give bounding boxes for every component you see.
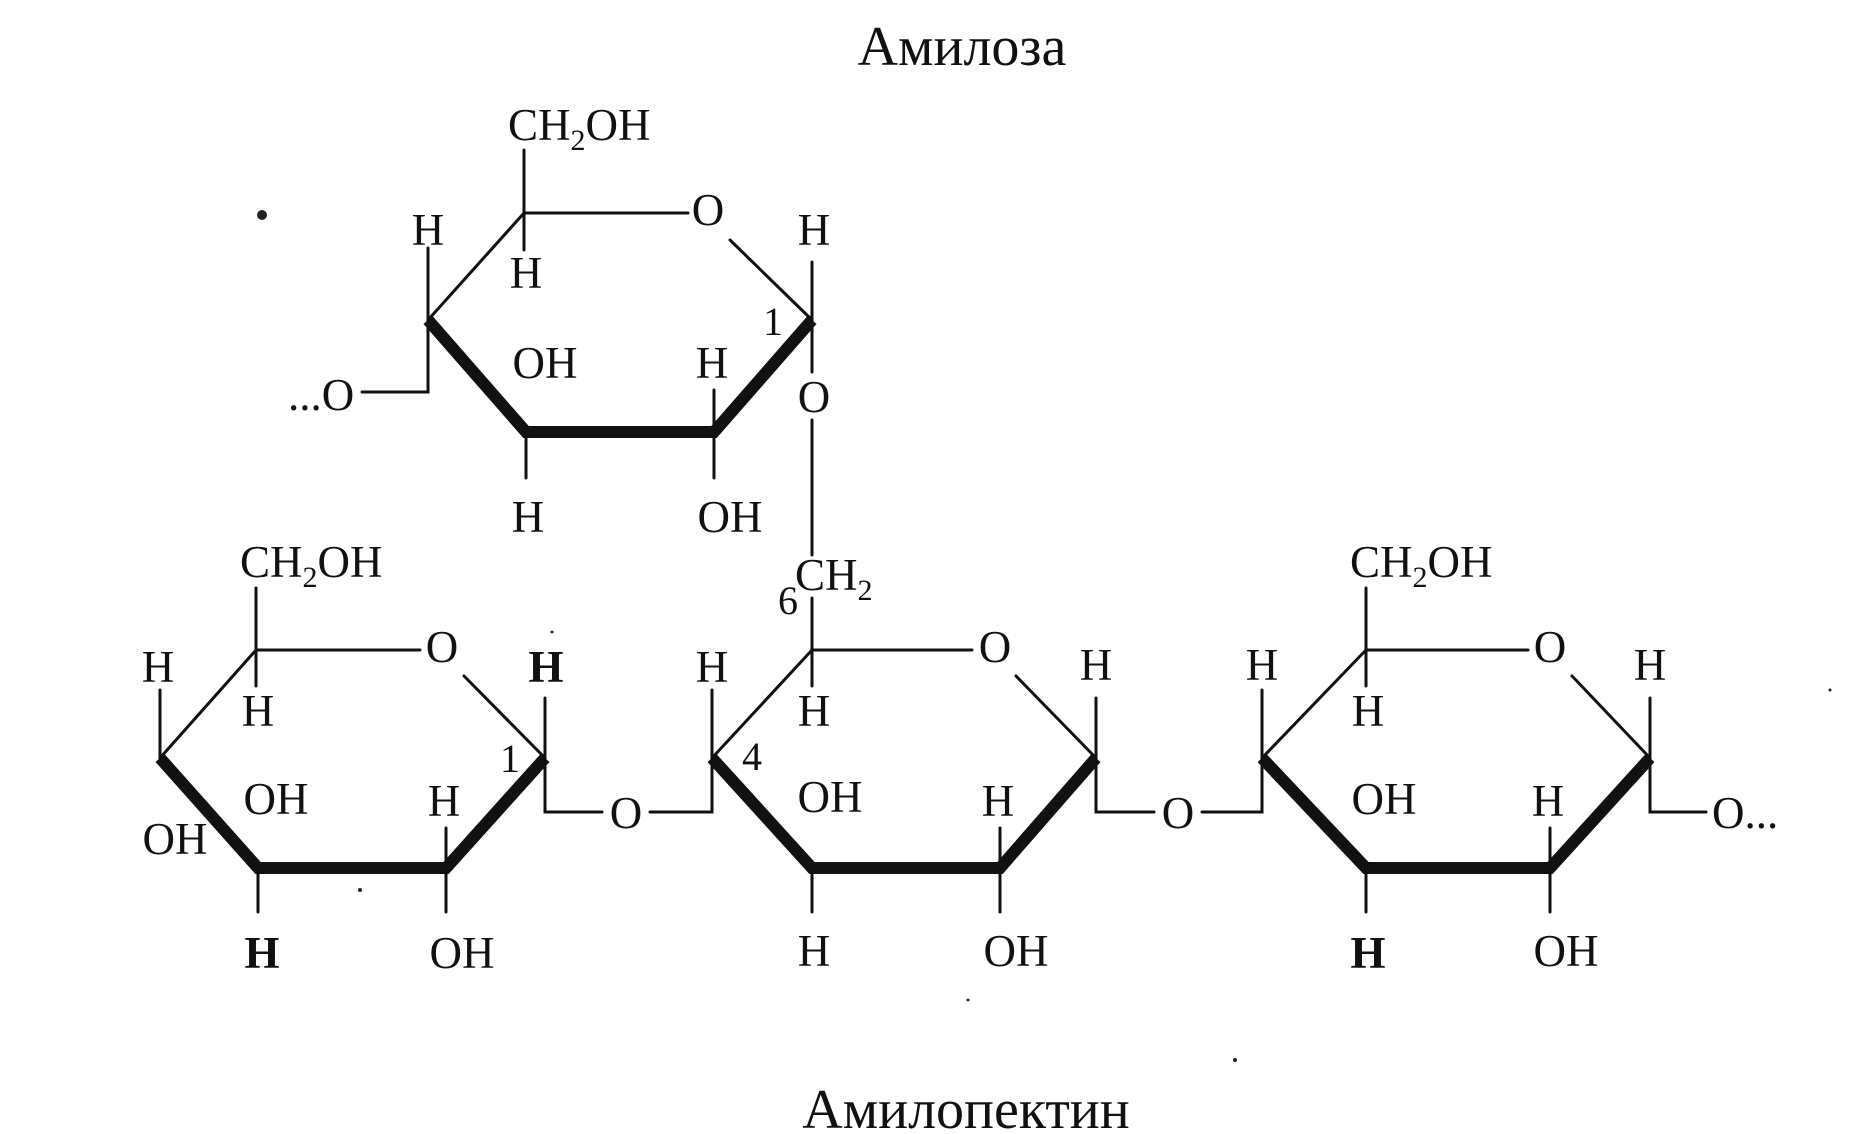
left-c3-h: H xyxy=(244,928,279,978)
top-chain-start: ...O xyxy=(288,370,354,420)
middle-c4-h: H xyxy=(696,642,729,692)
top-ring-oxygen: O xyxy=(692,185,725,235)
bridge-oxygen-1-6: O xyxy=(798,372,831,422)
top-ch2oh-label: CH2OH xyxy=(508,100,651,157)
title-amylose: Амилоза xyxy=(858,16,1067,78)
middle-c3-h: H xyxy=(798,926,831,976)
top-c1-number: 1 xyxy=(763,299,783,344)
right-c3-h: H xyxy=(1350,928,1385,978)
right-c3-oh: OH xyxy=(1352,774,1417,824)
left-c2-h: H xyxy=(428,776,461,826)
middle-c4-number: 4 xyxy=(742,734,762,779)
top-c1-h: H xyxy=(798,205,831,255)
left-ring-front-edge xyxy=(155,753,550,874)
right-c5-c4-bond xyxy=(1260,648,1368,760)
left-c4-oh: OH xyxy=(143,814,208,864)
right-ch2oh-label: CH2OH xyxy=(1350,537,1493,594)
left-c1-number: 1 xyxy=(500,736,520,781)
top-c5-c4-bond xyxy=(426,211,526,322)
bridge-oxygen-1-4-right: O xyxy=(1162,788,1195,838)
left-c5-c4-bond xyxy=(158,648,258,760)
top-c3-oh: OH xyxy=(513,338,578,388)
top-c4-h: H xyxy=(412,205,445,255)
top-c3-h: H xyxy=(512,492,545,542)
left-c1-h: H xyxy=(528,642,563,692)
middle-ring-front-edge xyxy=(707,753,1101,874)
right-glucose-unit: CH2OH O H H OH H H OH H O... xyxy=(1246,537,1779,978)
right-c2-oh: OH xyxy=(1534,926,1599,976)
right-chain-end: O... xyxy=(1712,788,1778,838)
speck-dot xyxy=(966,998,970,1002)
left-ch2oh-label: CH2OH xyxy=(240,537,383,594)
middle-o-c1-bond xyxy=(1014,674,1098,760)
left-c4-h: H xyxy=(142,642,175,692)
left-ring-oxygen: O xyxy=(426,622,459,672)
middle-c6-number: 6 xyxy=(778,578,798,623)
speck-dot xyxy=(1233,1058,1237,1062)
right-c5-h: H xyxy=(1352,686,1385,736)
right-ring-front-edge xyxy=(1257,753,1655,874)
middle-ch2-label: CH2 xyxy=(795,550,873,607)
middle-c5-h: H xyxy=(798,686,831,736)
bridge-oxygen-1-4-left: O xyxy=(610,788,643,838)
top-c2-h: H xyxy=(696,338,729,388)
right-c4-h: H xyxy=(1246,640,1279,690)
scan-specks xyxy=(257,210,1832,1062)
middle-c1-bridge-bond xyxy=(1094,756,1156,814)
middle-c1-h: H xyxy=(1080,640,1113,690)
middle-c2-h: H xyxy=(982,776,1015,826)
left-c2-oh: OH xyxy=(430,928,495,978)
speck-dot xyxy=(257,210,267,220)
bridge-right-c4-bond xyxy=(1200,756,1264,814)
middle-ring-oxygen: O xyxy=(979,622,1012,672)
top-c5-h: H xyxy=(510,248,543,298)
middle-c3-oh: OH xyxy=(798,772,863,822)
left-c1-bridge-bond xyxy=(543,756,604,814)
left-o-c1-bond xyxy=(462,674,547,760)
top-glucose-unit: CH2OH O H H ...O OH H H OH H 1 O xyxy=(288,100,831,557)
middle-glucose-unit: CH2 6 O H H 4 OH H H OH H O xyxy=(696,550,1264,976)
middle-c2-oh: OH xyxy=(984,926,1049,976)
top-c4-o-bond xyxy=(360,318,430,394)
right-c1-chain-bond xyxy=(1648,756,1708,814)
speck-dot xyxy=(550,630,554,634)
top-ring-front-edge xyxy=(423,316,817,438)
left-c3-oh: OH xyxy=(244,774,309,824)
bridge-middle-c4-bond xyxy=(648,756,714,814)
top-o-c1-bond xyxy=(728,238,814,322)
speck-dot xyxy=(358,888,362,892)
left-glucose-unit: CH2OH O H H OH OH H H OH H 1 O xyxy=(142,537,714,978)
middle-c5-c4-bond xyxy=(710,648,814,760)
right-ring-oxygen: O xyxy=(1534,622,1567,672)
right-c1-h: H xyxy=(1634,640,1667,690)
left-c5-h: H xyxy=(242,686,275,736)
title-amylopectin: Амилопектин xyxy=(802,1079,1130,1134)
right-o-c1-bond xyxy=(1570,674,1652,760)
top-c2-oh: OH xyxy=(698,492,763,542)
speck-dot xyxy=(1828,688,1832,692)
right-c2-h: H xyxy=(1532,776,1565,826)
